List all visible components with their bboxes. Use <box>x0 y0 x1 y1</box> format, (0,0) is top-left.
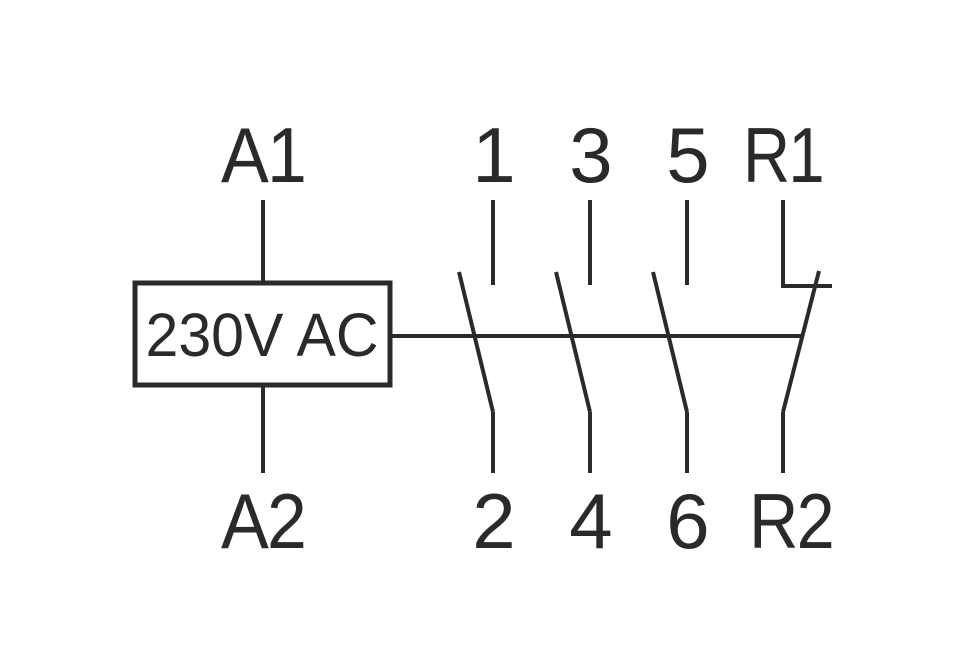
coil-section: A1 230V AC A2 <box>132 111 393 565</box>
contact-4-nc-blade <box>781 270 821 413</box>
terminal-label-2: 2 <box>472 477 513 565</box>
contact-2-no-blade <box>554 271 592 413</box>
contact-4-top-lead-and-seat <box>781 200 832 288</box>
terminal-label-3: 3 <box>569 111 610 199</box>
contact-pole-2: 3 4 <box>554 111 613 565</box>
terminal-label-4: 4 <box>569 477 611 565</box>
contact-3-no-blade <box>651 271 689 413</box>
terminal-label-1: 1 <box>472 111 513 199</box>
terminal-label-6: 6 <box>666 477 707 565</box>
contact-pole-3: 5 6 <box>651 111 710 565</box>
contact-pole-1: 1 2 <box>457 111 516 565</box>
terminal-label-r1: R1 <box>743 111 823 199</box>
coil-voltage-label: 230V AC <box>146 301 379 369</box>
terminal-label-5: 5 <box>666 111 707 199</box>
contact-pole-4: R1 R2 <box>743 111 835 565</box>
terminal-label-a1: A1 <box>221 111 305 199</box>
contact-1-no-blade <box>457 271 495 413</box>
terminal-label-a2: A2 <box>221 477 305 565</box>
terminal-label-r2: R2 <box>749 477 833 565</box>
